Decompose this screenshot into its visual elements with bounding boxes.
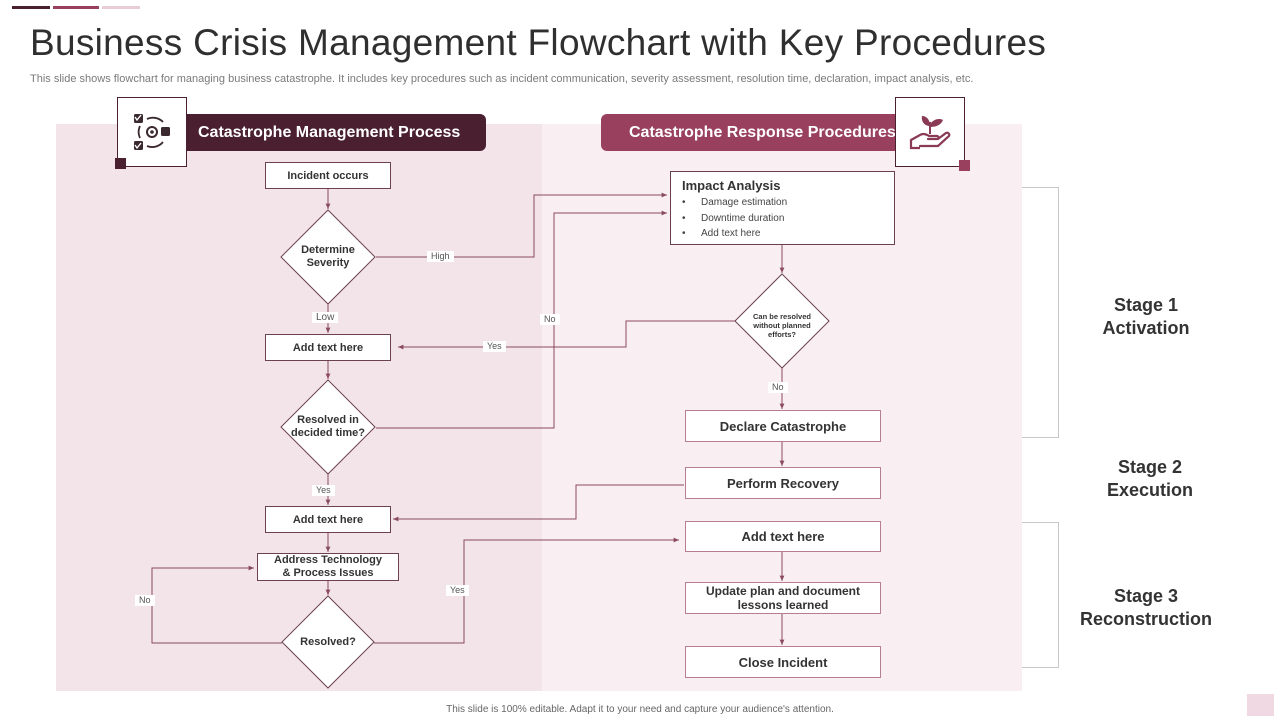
edge-resolved-yes xyxy=(374,537,679,644)
diamond-can-be-resolved xyxy=(734,273,830,369)
impact-item: Damage estimation xyxy=(682,195,883,211)
diamond-resolved-in-time xyxy=(280,379,376,475)
node-perform-recovery: Perform Recovery xyxy=(685,467,881,499)
response-procedures-header: Catastrophe Response Procedures xyxy=(601,114,897,151)
stage-2-label: Stage 2 Execution xyxy=(1106,457,1194,500)
node-add-text-right: Add text here xyxy=(685,521,881,552)
slide-subtitle: This slide shows flowchart for managing … xyxy=(30,73,974,85)
edge-label-no-loop: No xyxy=(135,595,155,606)
corner-tab xyxy=(1247,694,1274,716)
node-incident-occurs: Incident occurs xyxy=(265,162,391,189)
edge-label-high: High xyxy=(427,251,454,262)
management-process-header: Catastrophe Management Process xyxy=(186,114,486,151)
diamond-determine-severity xyxy=(280,209,376,305)
diamond-resolved xyxy=(281,595,375,689)
edge-severity-high xyxy=(376,192,667,258)
edge-label-low: Low xyxy=(312,312,339,323)
impact-analysis-list: Damage estimation Downtime duration Add … xyxy=(682,195,883,242)
process-cycle-icon xyxy=(134,114,170,150)
diamond-resolved-in-time-label: Resolved in decided time? xyxy=(291,414,365,439)
node-add-text-1: Add text here xyxy=(265,334,391,361)
plant-in-hand-icon xyxy=(909,116,951,150)
edge-can-resolve-yes xyxy=(398,320,735,350)
impact-analysis-title: Impact Analysis xyxy=(682,178,781,193)
edge-recovery-to-addtext2 xyxy=(393,484,684,522)
corner-square-left xyxy=(115,158,126,169)
corner-square-right xyxy=(959,160,970,171)
stage-3-label: Stage 3 Reconstruction xyxy=(1079,586,1212,629)
node-update-plan: Update plan and document lessons learned xyxy=(685,582,881,614)
accent-bar-2 xyxy=(53,6,99,9)
node-address-issues: Address Technology & Process Issues xyxy=(257,553,399,581)
edge-label-no-declare: No xyxy=(768,382,788,393)
node-impact-analysis: Impact Analysis Damage estimation Downti… xyxy=(670,171,895,245)
impact-item: Downtime duration xyxy=(682,211,883,227)
diamond-resolved-label: Resolved? xyxy=(300,635,356,648)
slide-footer: This slide is 100% editable. Adapt it to… xyxy=(446,704,834,715)
node-declare-catastrophe: Declare Catastrophe xyxy=(685,410,881,442)
diamond-can-be-resolved-label: Can be resolved without planned efforts? xyxy=(753,311,811,339)
edge-resolved-time-no xyxy=(376,210,667,429)
impact-item: Add text here xyxy=(682,226,883,242)
stage-1-label: Stage 1 Activation xyxy=(1102,295,1190,338)
response-icon-box xyxy=(895,97,965,167)
edge-label-no-impact: No xyxy=(540,314,560,325)
node-add-text-2: Add text here xyxy=(265,506,391,533)
diamond-determine-severity-label: Determine Severity xyxy=(301,244,355,269)
process-icon-box xyxy=(117,97,187,167)
edge-label-yes-resolved: Yes xyxy=(446,585,469,596)
slide-title: Business Crisis Management Flowchart wit… xyxy=(30,22,1047,63)
accent-bar-3 xyxy=(102,6,140,9)
stage-1-bracket xyxy=(1022,187,1059,438)
accent-bar-1 xyxy=(12,6,50,9)
edge-label-yes-after-time: Yes xyxy=(312,485,335,496)
node-close-incident: Close Incident xyxy=(685,646,881,678)
stage-3-bracket xyxy=(1022,522,1059,668)
edge-label-yes-add-text: Yes xyxy=(483,341,506,352)
